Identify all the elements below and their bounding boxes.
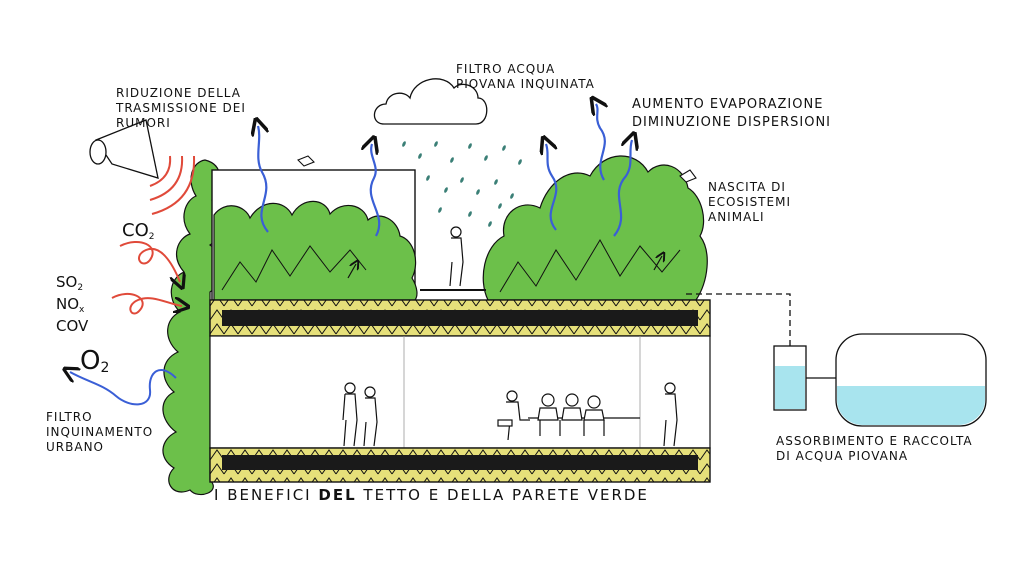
water-collection-label: Assorbimento e raccolta di acqua piovana xyxy=(776,434,973,464)
co2-base: CO xyxy=(122,220,149,241)
evaporation-label-line: diminuzione dispersioni xyxy=(632,115,832,130)
water-collection-label-line: di acqua piovana xyxy=(776,449,909,463)
o2-sub: 2 xyxy=(100,360,110,376)
roof-vegetation-right xyxy=(482,155,708,301)
rain-drops xyxy=(402,141,522,227)
o2-base: O xyxy=(80,346,101,376)
evaporation-label-line: Aumento evaporazione xyxy=(632,97,824,112)
rain-filter-label-line: piovana inquinata xyxy=(456,77,595,91)
diagram-title: I benefici del tetto e della parete verd… xyxy=(214,486,649,504)
noise-label-line: Riduzione della xyxy=(116,86,241,100)
evaporation-label: Aumento evaporazione diminuzione dispers… xyxy=(632,96,831,132)
meeting-table xyxy=(497,382,678,447)
urban-filter-label-line: urbano xyxy=(46,440,104,454)
rain-filter-label-line: Filtro acqua xyxy=(456,62,556,76)
ecosystems-label-line: animali xyxy=(708,210,765,224)
roof-slab xyxy=(222,310,698,326)
urban-filter-label-line: inquinamento xyxy=(46,425,154,439)
o2-label: O2 xyxy=(80,346,109,376)
bird-icon xyxy=(297,155,697,183)
urban-filter-label: Filtro inquinamento urbano xyxy=(46,410,153,455)
pollution-swirls xyxy=(111,241,182,315)
person-icon xyxy=(342,382,378,447)
nox-base: NO xyxy=(56,295,80,313)
water-tank-icon xyxy=(773,333,987,427)
nox-sub: x xyxy=(79,305,85,315)
title-bold: del xyxy=(318,486,357,504)
so2-base: SO xyxy=(56,273,78,291)
noise-label: Riduzione della trasmissione dei rumori xyxy=(116,86,246,131)
cloud-icon xyxy=(373,78,488,125)
ecosystems-label-line: Nascita di xyxy=(708,180,786,194)
title-part2: tetto e della parete verde xyxy=(356,486,649,504)
so2-sub: 2 xyxy=(77,283,84,293)
water-collection-label-line: Assorbimento e raccolta xyxy=(776,434,973,448)
interior-space xyxy=(209,335,711,449)
co2-label: CO2 xyxy=(122,220,154,242)
ecosystems-label: Nascita di ecosistemi animali xyxy=(708,180,791,225)
oxygen-arrow xyxy=(70,370,177,406)
urban-filter-label-line: Filtro xyxy=(46,410,93,424)
rooftop-person-icon xyxy=(449,226,464,287)
co2-sub: 2 xyxy=(148,232,155,242)
floor-slab xyxy=(222,455,698,470)
ecosystems-label-line: ecosistemi xyxy=(708,195,791,209)
noise-waves xyxy=(149,155,196,215)
noise-label-line: rumori xyxy=(116,116,171,130)
cov-base: COV xyxy=(56,317,89,335)
pollutants-label: SO2 NOx COV xyxy=(56,274,88,334)
megaphone-icon xyxy=(89,119,159,179)
drain-pipe xyxy=(686,293,791,346)
noise-label-line: trasmissione dei xyxy=(116,101,246,115)
title-part1: I benefici xyxy=(214,486,319,504)
evaporation-arrows xyxy=(258,104,632,237)
rain-filter-label: Filtro acqua piovana inquinata xyxy=(456,62,595,92)
